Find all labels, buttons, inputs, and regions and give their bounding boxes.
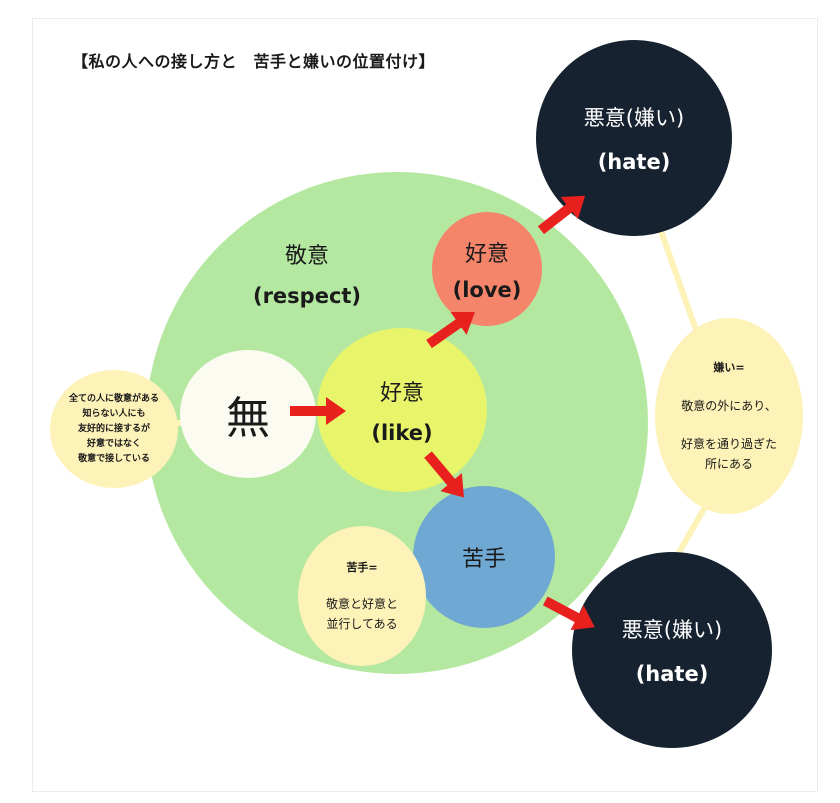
arrow-none-to-like [290,397,346,425]
hate-circle-bottom: 悪意(嫌い) (hate) [572,552,772,748]
hate-bottom-label-en: (hate) [635,662,709,686]
note-right-heading: 嫌い= [713,361,745,374]
diagram-title: 【私の人への接し方と 苦手と嫌いの位置付け】 [72,52,436,71]
love-label-en: (love) [452,278,522,302]
arrow-nigate-to-hate [542,596,595,631]
note-bottom-line: 敬意と好意と [325,597,398,611]
respect-label-en: (respect) [252,284,362,308]
love-label-jp: 好意 [464,242,509,267]
note-bottom: 苦手= 敬意と好意と 並行してある [298,526,426,666]
note-bottom-heading: 苦手= [346,561,378,574]
respect-label-jp: 敬意 [284,244,329,269]
love-circle: 好意 (love) [432,212,542,326]
hate-top-label-en: (hate) [597,150,671,174]
note-left-line: 敬意で接している [78,453,150,464]
arrow-like-to-nigate [424,451,464,498]
respect-label: 敬意 (respect) [232,238,382,308]
nigate-circle: 苦手 [413,486,555,628]
note-right-line: 所にある [704,457,753,471]
none-label: 無 [226,393,270,444]
note-right-line: 敬意の外にあり、 [681,399,777,413]
note-left-line: 全ての人に敬意がある [68,393,159,404]
arrow-like-to-love [426,311,475,349]
nigate-label: 苦手 [461,547,506,572]
note-bottom-line: 並行してある [326,617,398,631]
like-label-en: (like) [371,421,433,445]
hate-top-label-jp: 悪意(嫌い) [583,106,685,130]
like-circle: 好意 (like) [317,328,487,492]
hate-bottom-label-jp: 悪意(嫌い) [621,618,723,642]
note-left-line: 友好的に接するが [77,423,150,434]
note-right-line: 好意を通り過ぎた [680,437,777,451]
note-left-line: 知らない人にも [82,408,146,419]
arrow-love-to-hate [537,195,586,235]
note-left: 全ての人に敬意がある 知らない人にも 友好的に接するが 好意ではなく 敬意で接し… [50,370,178,488]
like-label-jp: 好意 [379,381,424,406]
note-right: 嫌い= 敬意の外にあり、 好意を通り過ぎた 所にある [655,318,803,514]
note-left-line: 好意ではなく [86,438,141,449]
